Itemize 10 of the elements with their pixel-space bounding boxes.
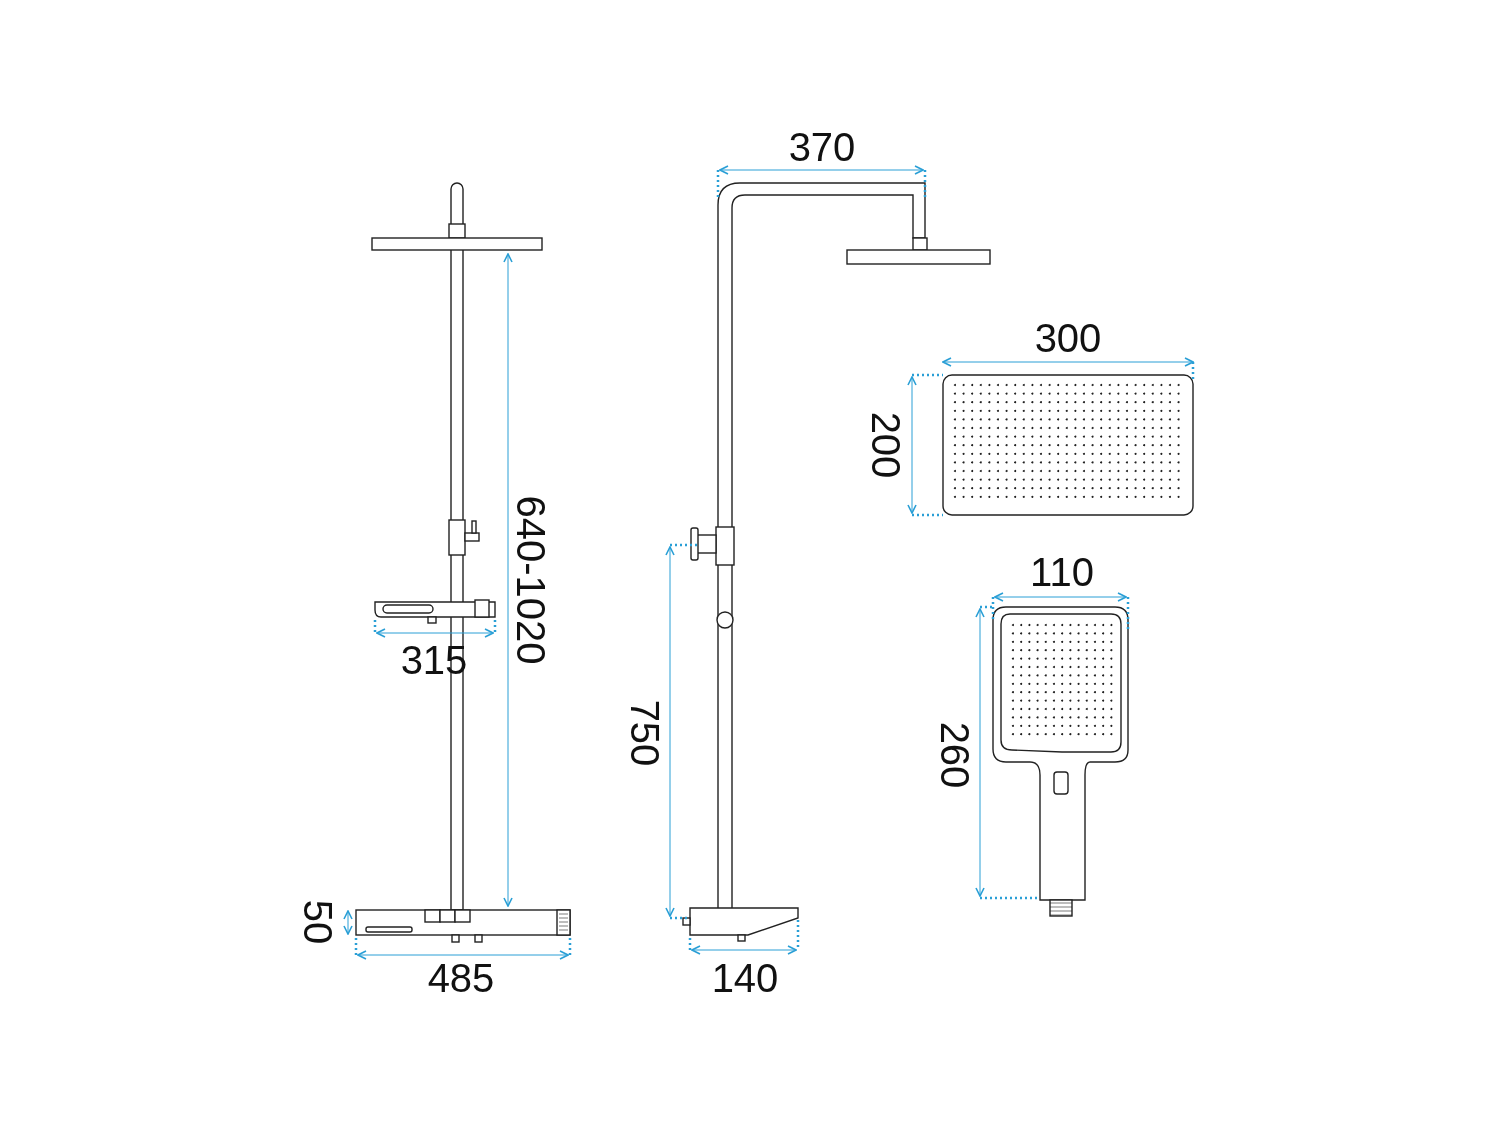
dimension-label: 50 xyxy=(298,899,338,945)
dimension-label: 750 xyxy=(625,699,665,767)
dimension-label: 485 xyxy=(427,958,495,998)
dimension-label: 640-1020 xyxy=(511,495,551,665)
dimension-label: 370 xyxy=(788,127,856,167)
dimension-label: 140 xyxy=(711,958,779,998)
dimension-label: 300 xyxy=(1034,318,1102,358)
dimension-label: 200 xyxy=(866,411,906,479)
dimension-label: 260 xyxy=(935,721,975,789)
dimension-label: 110 xyxy=(1030,552,1094,592)
